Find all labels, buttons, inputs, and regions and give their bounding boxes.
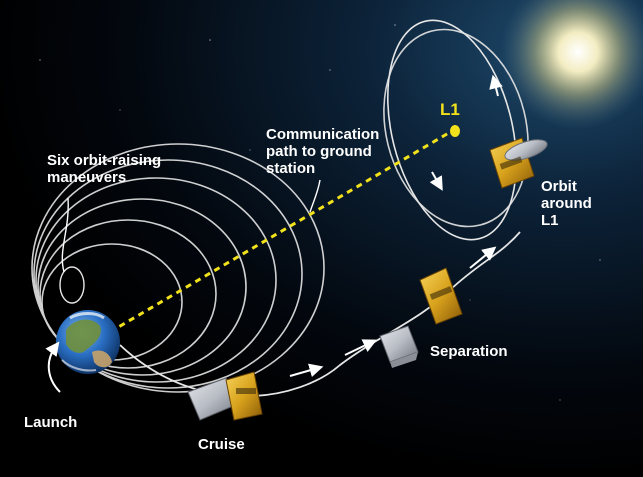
trajectory-arrow-2 (344, 339, 378, 356)
l1-point (450, 125, 460, 137)
six-orbit-leader-line (61, 197, 69, 273)
trajectory-arrow-1 (289, 363, 324, 378)
six-orbit-raising-label: Six orbit-raising maneuvers (47, 152, 161, 186)
communication-line-3: station (266, 160, 316, 177)
spacecraft-at-l1 (489, 137, 548, 189)
communication-line-1: Communication (266, 126, 380, 143)
earth (56, 310, 120, 374)
l1-label: L1 (440, 100, 460, 119)
communication-path-label: Communication path to ground station (266, 126, 379, 177)
six-orbit-raising-line-1: Six orbit-raising (47, 152, 162, 169)
halo-arrow-up (489, 74, 503, 97)
orbit-around-line-1: Orbit (541, 178, 577, 195)
orbit-around-l1-label: Orbit around L1 (541, 178, 592, 229)
launch-arrow (45, 341, 61, 393)
trajectory-arrow-3 (469, 246, 497, 269)
spacecraft-cruise (187, 371, 263, 421)
orbit-around-line-3: L1 (541, 212, 559, 229)
halo-arrow-down (429, 171, 443, 191)
spacecraft-science-module (419, 267, 463, 325)
initial-orbit-loop (59, 266, 85, 304)
six-orbit-raising-line-2: maneuvers (47, 169, 127, 186)
stars (39, 24, 601, 401)
separation-label: Separation (430, 343, 508, 360)
sun (500, 0, 643, 130)
launch-label: Launch (24, 414, 78, 431)
halo-orbit (383, 19, 529, 241)
orbit-raising-ellipses (31, 143, 325, 393)
communication-line-2: path to ground (266, 143, 372, 160)
cruise-label: Cruise (198, 436, 245, 453)
spacecraft-propulsion-module (379, 325, 419, 368)
communication-leader-line (309, 179, 321, 213)
orbit-around-line-2: around (541, 195, 592, 212)
communication-path-line (109, 129, 453, 334)
